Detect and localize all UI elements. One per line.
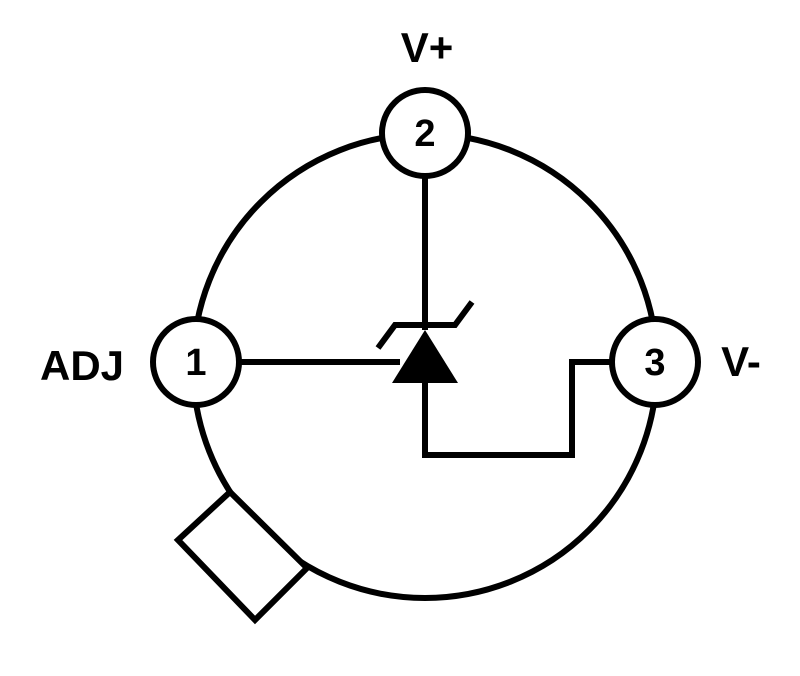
wire-diode-to-pin3 <box>422 359 612 458</box>
zener-diode-symbol <box>375 300 475 383</box>
pin-1-number: 1 <box>185 342 206 384</box>
pin-2: 2 <box>379 87 471 179</box>
pin-1: 1 <box>150 316 242 408</box>
zener-cathode-bar <box>375 300 475 350</box>
pin-3: 3 <box>609 316 701 408</box>
pin-1-circle <box>150 316 242 408</box>
pin-1-name: ADJ <box>40 342 124 389</box>
package-tab <box>173 487 312 625</box>
pin-2-number: 2 <box>414 113 435 155</box>
pin-2-circle <box>379 87 471 179</box>
pin-3-number: 3 <box>644 342 665 384</box>
pin-3-name: V- <box>721 338 761 385</box>
pin-3-circle <box>609 316 701 408</box>
pin-2-name: V+ <box>401 24 454 71</box>
diode-triangle <box>392 330 458 383</box>
